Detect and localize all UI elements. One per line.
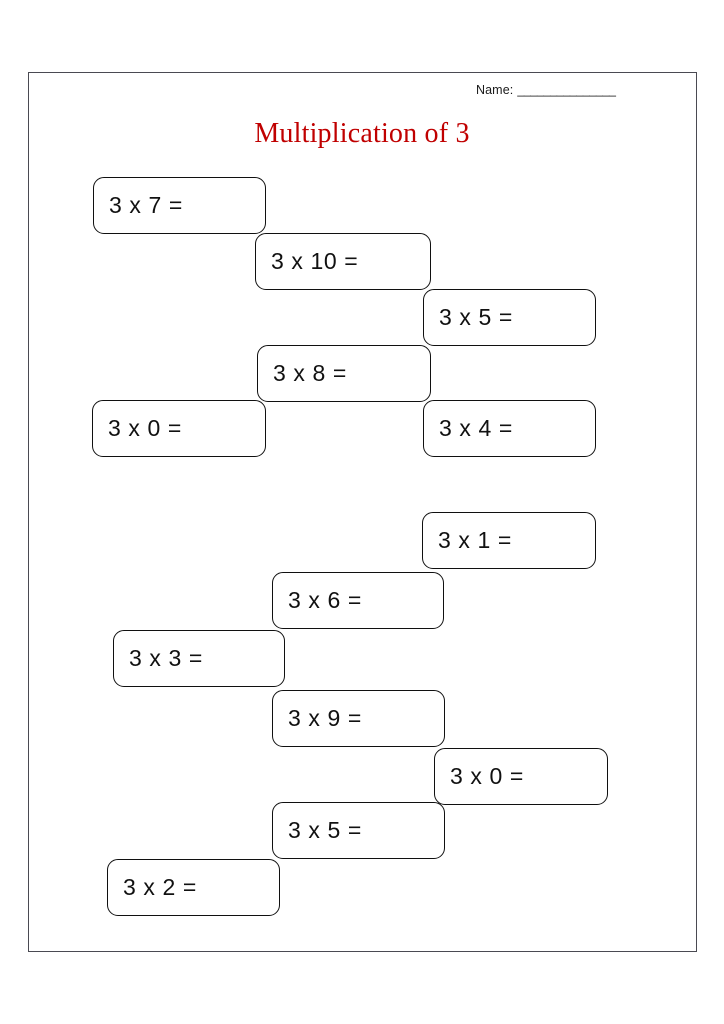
problem-box[interactable]: 3 x 4 = [423, 400, 596, 457]
problem-expression: 3 x 5 = [288, 816, 362, 843]
problem-box[interactable]: 3 x 5 = [272, 802, 445, 859]
problem-box[interactable]: 3 x 10 = [255, 233, 431, 290]
problem-box[interactable]: 3 x 6 = [272, 572, 444, 629]
problem-box[interactable]: 3 x 2 = [107, 859, 280, 916]
problem-box[interactable]: 3 x 0 = [434, 748, 608, 805]
name-label: Name: [476, 83, 514, 97]
problem-box[interactable]: 3 x 1 = [422, 512, 596, 569]
problem-box[interactable]: 3 x 0 = [92, 400, 266, 457]
name-field[interactable]: Name: _______________ [476, 83, 616, 97]
problem-expression: 3 x 2 = [123, 873, 197, 900]
problem-expression: 3 x 5 = [439, 303, 513, 330]
problem-expression: 3 x 6 = [288, 586, 362, 613]
problem-box[interactable]: 3 x 8 = [257, 345, 431, 402]
problem-expression: 3 x 0 = [450, 762, 524, 789]
problem-expression: 3 x 7 = [109, 191, 183, 218]
problem-expression: 3 x 0 = [108, 414, 182, 441]
name-blank-line[interactable]: _______________ [517, 83, 616, 97]
problem-box[interactable]: 3 x 9 = [272, 690, 445, 747]
problem-expression: 3 x 3 = [129, 644, 203, 671]
problem-box[interactable]: 3 x 7 = [93, 177, 266, 234]
problem-expression: 3 x 9 = [288, 704, 362, 731]
problem-expression: 3 x 4 = [439, 414, 513, 441]
page-title: Multiplication of 3 [254, 118, 470, 149]
problem-expression: 3 x 1 = [438, 526, 512, 553]
problem-expression: 3 x 8 = [273, 359, 347, 386]
problem-box[interactable]: 3 x 5 = [423, 289, 596, 346]
problem-expression: 3 x 10 = [271, 247, 359, 274]
problem-box[interactable]: 3 x 3 = [113, 630, 285, 687]
